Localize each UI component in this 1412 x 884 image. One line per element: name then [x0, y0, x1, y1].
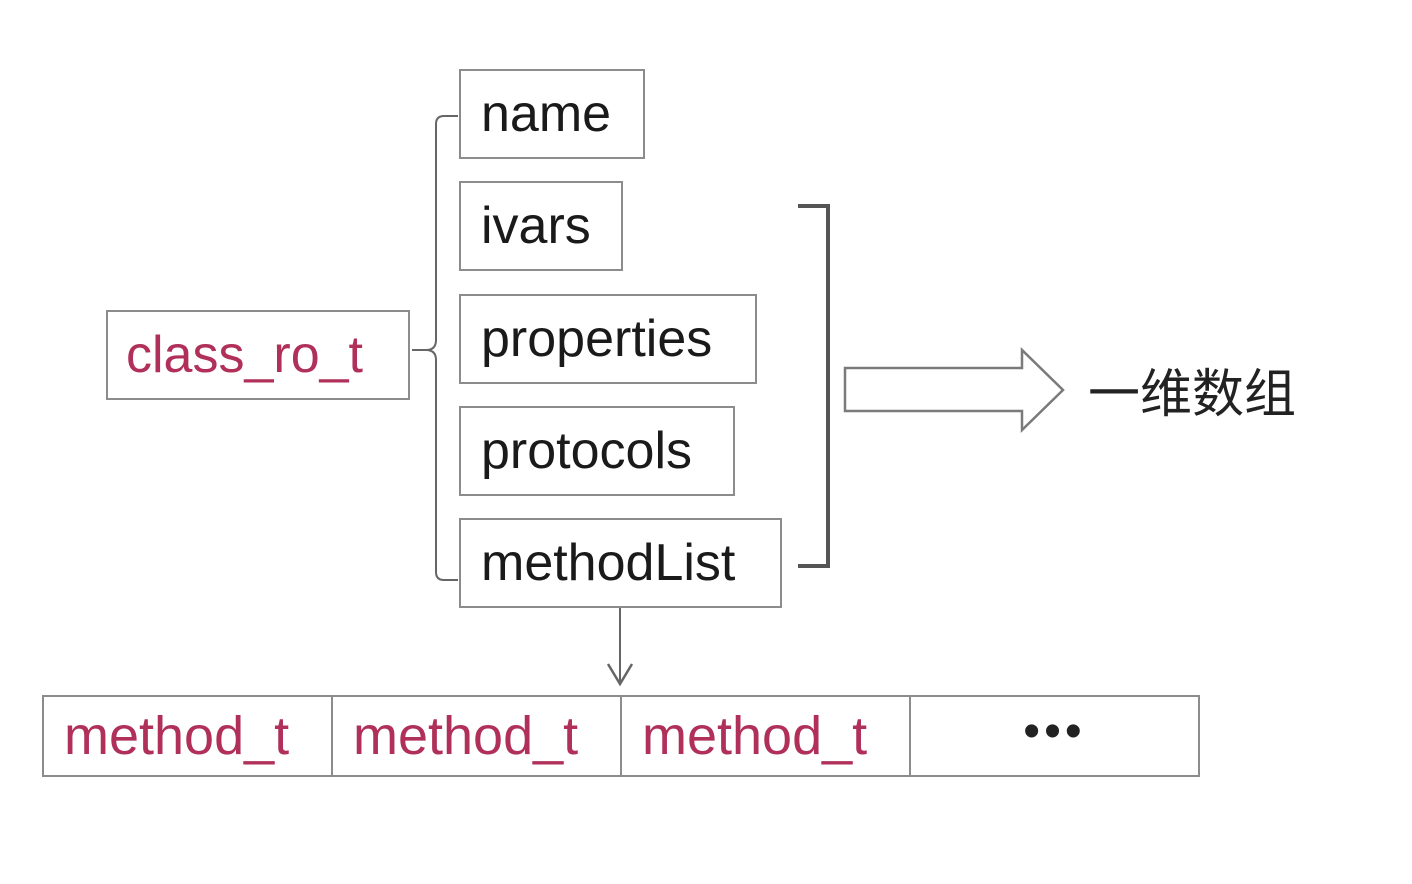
field-methodlist-box: methodList	[459, 518, 782, 608]
class-ro-t-label: class_ro_t	[126, 326, 363, 384]
ellipsis-label: •••	[1023, 704, 1086, 758]
class-ro-t-box: class_ro_t	[106, 310, 410, 400]
field-properties-box: properties	[459, 294, 757, 384]
result-label: 一维数组	[1088, 365, 1297, 425]
field-methodlist-label: methodList	[481, 534, 736, 592]
method-array-cell: method_t	[42, 695, 333, 777]
field-protocols-box: protocols	[459, 406, 735, 496]
field-ivars-label: ivars	[481, 197, 591, 255]
field-name-label: name	[481, 85, 612, 143]
field-protocols-label: protocols	[481, 422, 692, 480]
result-arrow	[843, 347, 1065, 433]
method-array-ellipsis-cell: •••	[909, 695, 1200, 777]
field-properties-label: properties	[481, 310, 713, 368]
method-t-label: method_t	[64, 706, 290, 766]
field-ivars-box: ivars	[459, 181, 623, 271]
field-name-box: name	[459, 69, 645, 159]
method-t-label: method_t	[353, 706, 579, 766]
method-array-cell: method_t	[331, 695, 622, 777]
field-group-brace	[412, 115, 458, 581]
method-list-down-arrow-head	[606, 663, 634, 687]
method-t-label: method_t	[642, 706, 868, 766]
method-array-cell: method_t	[620, 695, 911, 777]
group-bracket	[798, 204, 830, 568]
